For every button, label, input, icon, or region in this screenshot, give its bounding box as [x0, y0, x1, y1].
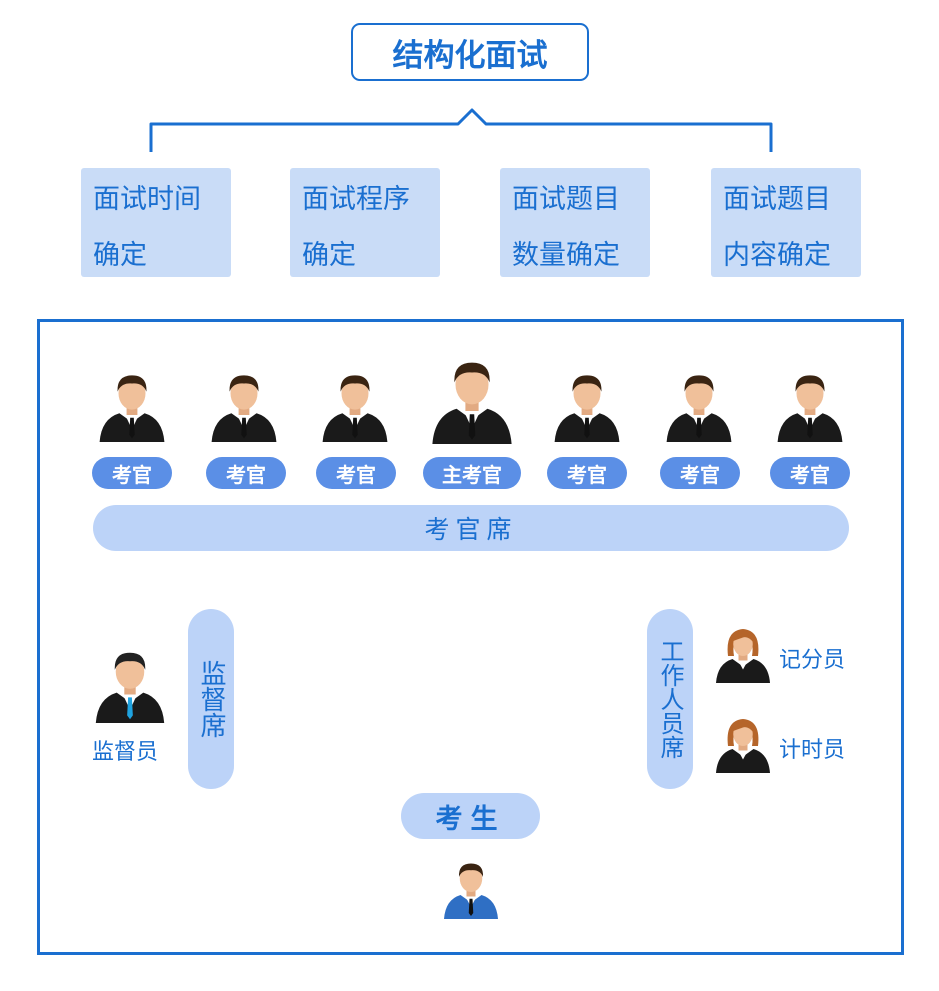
step-box-question-content: 面试题目 内容确定 — [711, 168, 861, 277]
male-person-icon — [663, 366, 735, 446]
examiner-label: 考官 — [206, 457, 286, 489]
scorer-label: 记分员 — [779, 648, 846, 673]
timekeeper-label: 计时员 — [779, 738, 846, 763]
step-line: 面试题目 — [723, 184, 831, 215]
chief-examiner-label: 主考官 — [423, 457, 521, 489]
female-person-icon — [713, 620, 773, 686]
supervisor-seat-label: 监督席 — [196, 660, 226, 738]
male-person-icon — [208, 366, 280, 446]
candidate-label: 考生 — [401, 793, 540, 839]
staff-seat: 工作人员席 — [647, 609, 693, 789]
step-line: 面试题目 — [512, 184, 620, 215]
candidate-person-icon — [441, 854, 501, 924]
male-person-icon — [428, 352, 516, 448]
step-line: 面试时间 — [93, 184, 201, 215]
step-line: 内容确定 — [723, 240, 831, 271]
title-bracket-connector — [149, 108, 773, 152]
staff-seat-label: 工作人员席 — [656, 639, 684, 759]
examiner-label: 考官 — [92, 457, 172, 489]
male-person-icon — [551, 366, 623, 446]
interview-room-frame — [37, 319, 904, 955]
supervisor-seat: 监督席 — [188, 609, 234, 789]
male-person-icon — [774, 366, 846, 446]
step-box-question-count: 面试题目 数量确定 — [500, 168, 650, 277]
step-box-time: 面试时间 确定 — [81, 168, 231, 277]
step-line: 确定 — [93, 240, 147, 271]
examiner-bench: 考官席 — [93, 505, 849, 551]
examiner-label: 考官 — [660, 457, 740, 489]
female-person-icon — [713, 710, 773, 776]
examiner-label: 考官 — [316, 457, 396, 489]
male-person-icon — [96, 366, 168, 446]
supervisor-label: 监督员 — [92, 740, 159, 765]
step-box-procedure: 面试程序 确定 — [290, 168, 440, 277]
examiner-label: 考官 — [770, 457, 850, 489]
step-line: 面试程序 — [302, 184, 410, 215]
diagram-title: 结构化面试 — [351, 23, 589, 81]
male-person-icon — [319, 366, 391, 446]
examiner-label: 考官 — [547, 457, 627, 489]
step-line: 确定 — [302, 240, 356, 271]
supervisor-person-icon — [92, 643, 168, 727]
step-line: 数量确定 — [512, 240, 620, 271]
